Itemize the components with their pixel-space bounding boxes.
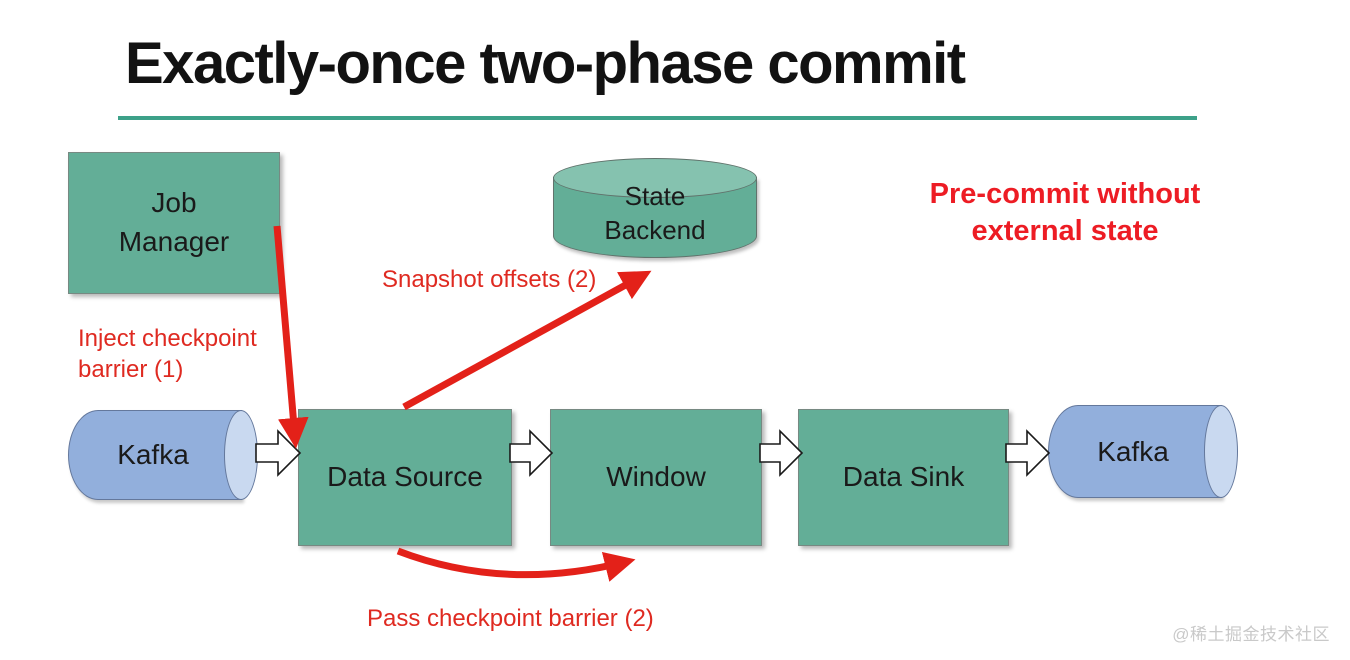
node-state-backend-label: State Backend	[604, 181, 706, 245]
node-state-backend: State Backend	[553, 158, 757, 258]
annotation-snapshot-offsets: Snapshot offsets (2)	[382, 266, 597, 293]
node-kafka-sink-label: Kafka	[1097, 435, 1169, 467]
flow-arrow-window-to-sink	[759, 429, 804, 477]
node-data-source-label: Data Source	[327, 461, 483, 493]
flow-arrow-source-to-window	[509, 429, 554, 477]
cylinder-cap-ellipse	[224, 410, 258, 500]
node-kafka-source-label: Kafka	[117, 439, 189, 470]
annotation-pass-checkpoint-barrier: Pass checkpoint barrier (2)	[367, 605, 654, 632]
flow-arrow-sink-to-kafka	[1005, 429, 1051, 477]
node-data-sink-label: Data Sink	[842, 461, 965, 493]
title-underline	[118, 116, 1197, 120]
flow-arrow-kafka-to-source	[255, 429, 302, 477]
node-data-source: Data Source	[298, 409, 512, 546]
node-data-sink: Data Sink	[798, 409, 1009, 546]
cylinder-body	[1048, 405, 1222, 498]
node-kafka-sink: Kafka	[1048, 405, 1238, 498]
node-job-manager: Job Manager	[68, 152, 280, 294]
cylinder-cap-ellipse	[1204, 405, 1238, 498]
watermark: @稀土掘金技术社区	[1172, 625, 1330, 644]
arrow-pass-checkpoint	[396, 547, 636, 582]
slide-title: Exactly-once two-phase commit	[125, 31, 966, 96]
node-window: Window	[550, 409, 762, 546]
node-job-manager-label: Job Manager	[118, 187, 230, 257]
node-kafka-source: Kafka	[68, 410, 258, 500]
node-window-label: Window	[606, 461, 706, 493]
cylinder-top-ellipse	[553, 158, 757, 198]
annotation-pre-commit-heading: Pre-commit without external state	[929, 178, 1201, 247]
cylinder-body	[68, 410, 242, 500]
annotation-inject-checkpoint-barrier: Inject checkpoint barrier (1)	[78, 325, 257, 383]
